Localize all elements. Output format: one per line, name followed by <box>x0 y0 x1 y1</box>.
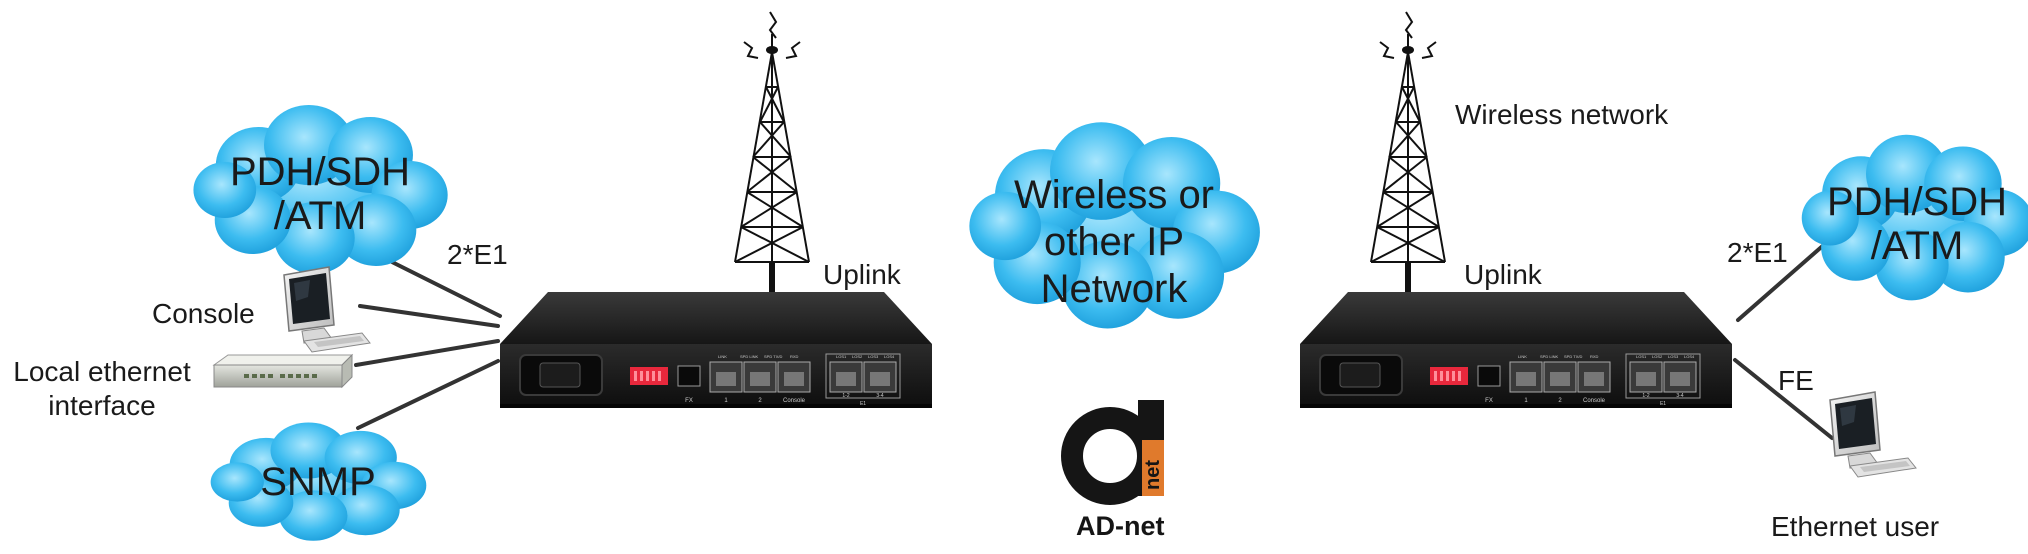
port-e1a-label: 1-2 <box>842 393 849 399</box>
port-console-label: Console <box>1583 398 1606 404</box>
ad-net-device-left: FX 1 2 Console 1-2 3-4 E1 LINK SPD LINK … <box>500 292 932 408</box>
port-e1b-label: 3-4 <box>876 393 883 399</box>
led-label: SPD TX/D <box>764 354 782 359</box>
led-label: LOS3 <box>1668 354 1679 359</box>
port-e1b-label: 3-4 <box>1676 393 1683 399</box>
led-label: LOS4 <box>1684 354 1695 359</box>
e1-link-line <box>390 260 502 318</box>
cloud-label-pdh-right: PDH/SDH /ATM <box>1812 180 2022 268</box>
computer-icon-ethernet-user <box>1829 391 1917 478</box>
cloud-label-line: Wireless or <box>1013 173 1215 217</box>
snmp-link-line <box>356 359 500 430</box>
connection-lines <box>354 241 1834 440</box>
console-link-line <box>358 304 500 328</box>
led-label: LINK <box>718 354 727 359</box>
port-console-label: Console <box>783 398 806 404</box>
cloud-label-line: PDH/SDH <box>229 150 411 194</box>
label-ethernet-user: Ethernet user <box>1771 511 1940 542</box>
led-label: LOS2 <box>1652 354 1663 359</box>
cloud-label-snmp: SNMP <box>228 460 408 504</box>
port-1-label: 1 <box>724 398 728 404</box>
port-e1-label: E1 <box>1660 401 1666 407</box>
cloud-label-line: /ATM <box>273 194 367 238</box>
label-console: Console <box>152 298 255 329</box>
cloud-label-wireless: Wireless or other IP Network <box>964 172 1264 314</box>
led-label: RXD <box>1590 354 1599 359</box>
led-label: LOS2 <box>852 354 863 359</box>
led-label: LOS4 <box>884 354 895 359</box>
computer-icon-console <box>283 266 371 353</box>
port-1-label: 1 <box>1524 398 1528 404</box>
antenna-tower-left <box>734 11 810 293</box>
label-uplink-left: Uplink <box>823 259 901 290</box>
port-fx-label: FX <box>1485 398 1493 404</box>
cloud-label-pdh-left: PDH/SDH /ATM <box>205 150 435 238</box>
ethernet-link-line <box>354 339 500 367</box>
ad-net-logo: net <box>1061 400 1164 505</box>
cloud-label-line: SNMP <box>260 460 376 504</box>
led-label: LINK <box>1518 354 1527 359</box>
label-wireless-network: Wireless network <box>1455 99 1669 130</box>
led-label: SPD LINK <box>740 354 759 359</box>
antenna-tower-right <box>1370 11 1446 293</box>
fe-link-line <box>1733 358 1834 440</box>
logo-name: AD-net <box>1076 511 1165 541</box>
cloud-label-line: Network <box>1040 267 1188 312</box>
port-2-label: 2 <box>1558 398 1562 404</box>
logo-net-text: net <box>1142 460 1164 490</box>
led-label: LOS3 <box>868 354 879 359</box>
led-label: LOS1 <box>1636 354 1647 359</box>
ethernet-switch-icon <box>212 353 354 389</box>
led-label: SPD LINK <box>1540 354 1559 359</box>
right-e1-link-line <box>1736 241 1828 322</box>
label-line: interface <box>48 390 156 422</box>
label-left-e1: 2*E1 <box>447 239 508 270</box>
cloud-label-line: other IP <box>1043 220 1185 265</box>
led-label: SPD TX/D <box>1564 354 1582 359</box>
ad-net-device-right: FX 1 2 Console 1-2 3-4 E1 LINK SPD LINK … <box>1300 292 1732 408</box>
label-uplink-right: Uplink <box>1464 259 1542 290</box>
port-e1a-label: 1-2 <box>1642 393 1649 399</box>
port-e1-label: E1 <box>860 401 866 407</box>
label-fe: FE <box>1778 365 1814 396</box>
port-fx-label: FX <box>685 398 693 404</box>
led-label: RXD <box>790 354 799 359</box>
label-line: Local ethernet <box>13 356 191 387</box>
cloud-label-line: /ATM <box>1870 224 1964 268</box>
label-right-e1: 2*E1 <box>1727 237 1788 268</box>
cloud-label-line: PDH/SDH <box>1826 180 2008 224</box>
port-2-label: 2 <box>758 398 762 404</box>
label-local-ethernet: Local ethernet interface <box>0 355 204 423</box>
led-label: LOS1 <box>836 354 847 359</box>
